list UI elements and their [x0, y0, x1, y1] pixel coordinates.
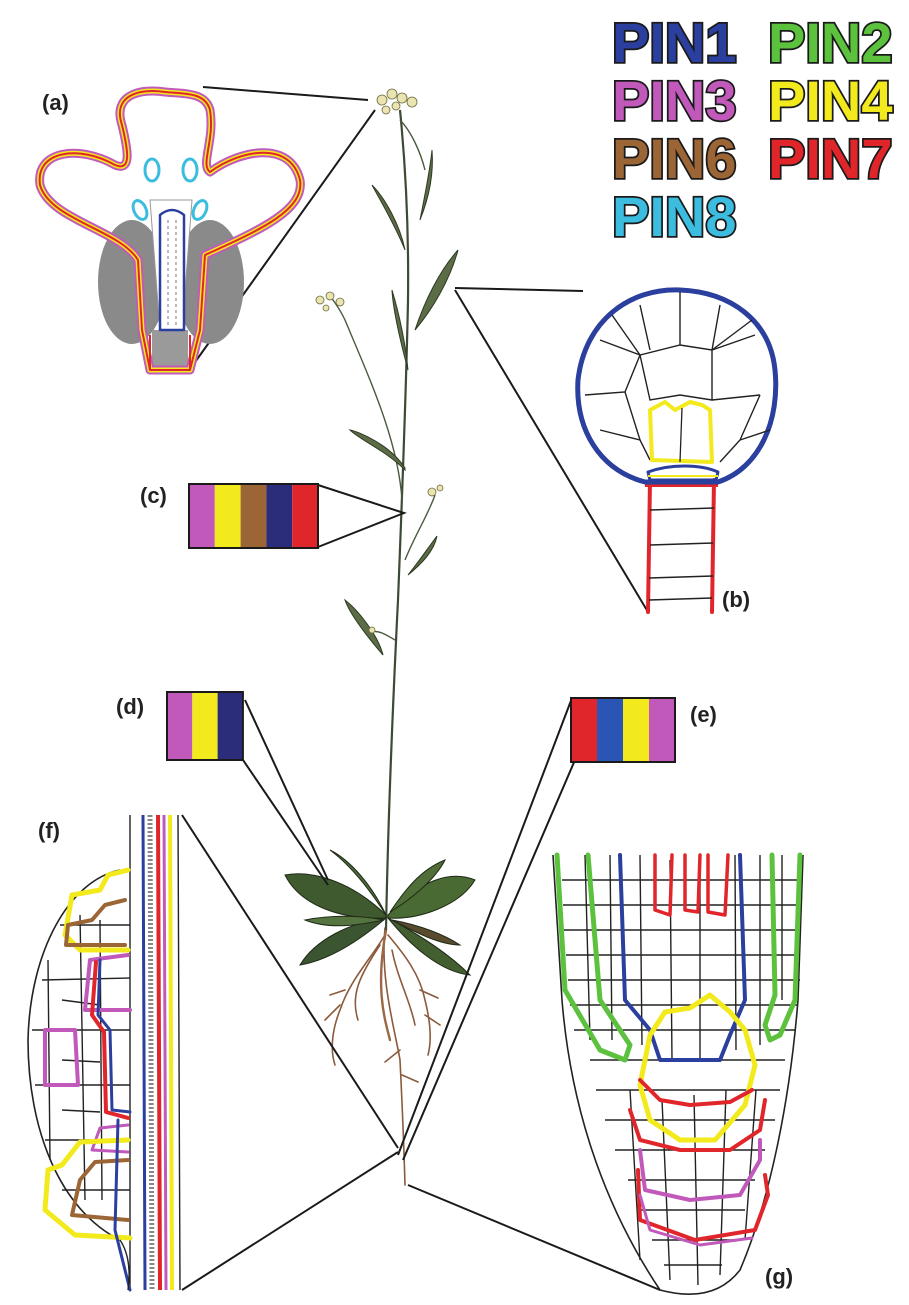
panel-e-label: (e)	[690, 702, 717, 727]
panel-c-stem: (c)	[140, 483, 318, 548]
legend-pin2: PIN2	[768, 11, 893, 74]
panel-c-label: (c)	[140, 483, 167, 508]
rosette	[285, 850, 475, 975]
pistil	[160, 210, 184, 330]
bar-c-segment-3	[266, 484, 292, 548]
panel-f-label: (f)	[38, 818, 60, 843]
legend-pin8: PIN8	[612, 185, 737, 248]
callout-c	[318, 485, 404, 547]
panel-g-label: (g)	[765, 1264, 793, 1289]
panel-a-flower: (a)	[40, 90, 301, 372]
pin-bar-e	[571, 698, 675, 762]
callout-e-1	[398, 698, 572, 1155]
plant-illustration	[285, 89, 475, 1185]
bar-e-segment-3	[649, 698, 675, 762]
legend-pin7: PIN7	[768, 127, 893, 190]
bar-c-segment-2	[241, 484, 267, 548]
embryo-proper	[578, 290, 776, 482]
legend-pin3: PIN3	[612, 69, 737, 132]
callout-f-top	[182, 815, 398, 1148]
root-outline	[553, 855, 803, 1294]
legend-pin1: PIN1	[612, 11, 737, 74]
callout-b-top	[455, 288, 583, 291]
callout-b-bottom	[455, 290, 648, 612]
pin-bar-d	[167, 692, 243, 760]
legend-pin6: PIN6	[612, 127, 737, 190]
bar-e-segment-1	[597, 698, 623, 762]
panel-e-root: (e)	[571, 698, 717, 762]
callout-a-top	[203, 87, 368, 100]
bar-e-segment-0	[571, 698, 597, 762]
bar-d-segment-0	[167, 692, 192, 760]
panel-g-root-tip: (g)	[553, 855, 803, 1294]
suspensor	[645, 480, 718, 612]
legend: PIN1 PIN2 PIN3 PIN4 PIN6 PIN7 PIN8	[612, 11, 893, 248]
callout-d-1	[245, 700, 328, 880]
panel-d-label: (d)	[116, 694, 144, 719]
pin-bar-c	[189, 484, 318, 548]
panel-b-label: (b)	[722, 587, 750, 612]
panel-d-rosette: (d)	[116, 692, 243, 760]
bar-d-segment-1	[192, 692, 217, 760]
bar-d-segment-2	[218, 692, 243, 760]
panel-b-embryo: (b)	[578, 290, 776, 612]
bar-c-segment-0	[189, 484, 215, 548]
roots	[325, 928, 440, 1185]
panel-f-lateral-root: (f)	[28, 815, 180, 1290]
callout-d-2	[243, 760, 328, 885]
stele-stripes	[130, 815, 180, 1290]
bar-c-segment-4	[292, 484, 318, 548]
bar-e-segment-2	[623, 698, 649, 762]
panel-a-label: (a)	[42, 90, 69, 115]
callout-e-2	[403, 760, 575, 1160]
bar-c-segment-1	[215, 484, 241, 548]
legend-pin4: PIN4	[768, 69, 893, 132]
callout-f-bottom	[182, 1152, 398, 1290]
